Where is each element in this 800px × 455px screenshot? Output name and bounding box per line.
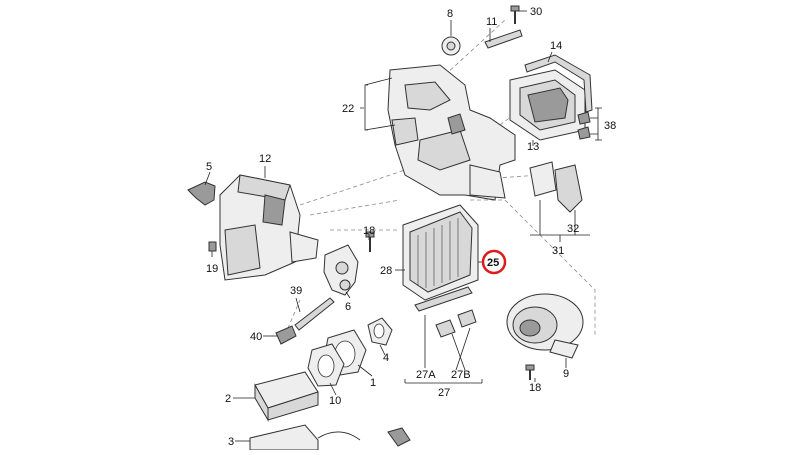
assembly-guide-lines: [284, 19, 596, 336]
callout-28: 28: [380, 265, 392, 277]
callout-40: 40: [250, 331, 262, 343]
bracket-part-5[interactable]: [187, 181, 216, 206]
callout-30: 30: [530, 6, 542, 18]
seal-part-14[interactable]: [524, 54, 593, 113]
callout-18-top: 18: [363, 225, 375, 237]
callout-labels: 8 11 30 14 22 13 38 12 5 19 18 6 28 25 3…: [206, 6, 616, 448]
connector-part-40[interactable]: [275, 325, 297, 345]
callout-11: 11: [486, 16, 497, 28]
flap-housing-part-13[interactable]: [509, 69, 586, 141]
callout-19: 19: [206, 263, 218, 275]
callout-10: 10: [329, 395, 341, 407]
callout-14: 14: [550, 40, 562, 52]
callout-25: 25: [487, 257, 499, 269]
callout-2: 2: [225, 393, 231, 405]
callout-22: 22: [342, 103, 354, 115]
clips-part-38[interactable]: [577, 111, 591, 140]
actuator-part-6[interactable]: [323, 244, 359, 296]
callout-31: 31: [552, 245, 564, 257]
filter-housing-part-28[interactable]: [402, 204, 479, 301]
callout-27B: 27B: [451, 369, 471, 381]
seal-part-4[interactable]: [367, 317, 393, 346]
callout-4: 4: [383, 352, 389, 364]
seal-part-10[interactable]: [307, 343, 345, 387]
screw-part-30[interactable]: [510, 5, 520, 24]
grommet-part-8[interactable]: [441, 36, 461, 56]
callout-32: 32: [567, 223, 579, 235]
callout-27: 27: [438, 387, 450, 399]
heat-exchanger-part-2[interactable]: [254, 371, 319, 422]
callout-9: 9: [563, 368, 569, 380]
callout-18-bottom: 18: [529, 382, 541, 394]
callout-3: 3: [228, 436, 234, 448]
callout-38: 38: [604, 120, 616, 132]
blower-motor-part-9[interactable]: [506, 293, 584, 359]
heater-element-part-3[interactable]: [249, 424, 411, 451]
callout-8: 8: [447, 8, 453, 20]
highlight-circle-25: [481, 249, 507, 275]
callout-27A: 27A: [416, 369, 436, 381]
heater-housing-part-12[interactable]: [219, 174, 319, 281]
flap-part-31[interactable]: [529, 161, 557, 197]
leader-lines: [204, 10, 602, 442]
seal-strip-part-27A[interactable]: [414, 286, 473, 312]
screw-part-18-top[interactable]: [365, 231, 375, 252]
rod-part-39[interactable]: [294, 297, 335, 331]
distribution-housing-part-22[interactable]: [387, 64, 516, 201]
flap-part-32[interactable]: [554, 164, 583, 213]
callout-39: 39: [290, 285, 302, 297]
callout-1: 1: [370, 377, 376, 389]
bracket-part-11[interactable]: [484, 29, 523, 49]
callout-13: 13: [527, 141, 539, 153]
callout-6: 6: [345, 301, 351, 313]
screw-part-18-bottom[interactable]: [525, 364, 535, 380]
callout-12: 12: [259, 153, 271, 165]
clip-part-19[interactable]: [208, 241, 217, 252]
callout-5: 5: [206, 161, 212, 173]
seal-pads-part-27B[interactable]: [435, 309, 477, 338]
